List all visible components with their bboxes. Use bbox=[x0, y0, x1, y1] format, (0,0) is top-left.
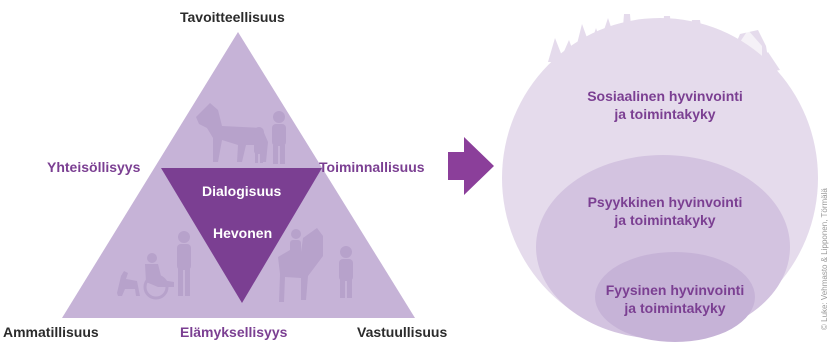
label-vastuullisuus: Vastuullisuus bbox=[357, 324, 448, 340]
label-tavoitteellisuus: Tavoitteellisuus bbox=[180, 9, 285, 25]
label-yhteisollisyys: Yhteisöllisyys bbox=[47, 159, 141, 175]
label-psychological-line1: Psyykkinen hyvinvointi bbox=[587, 194, 743, 210]
label-elamyksellisyys: Elämyksellisyys bbox=[180, 324, 288, 340]
label-hevonen: Hevonen bbox=[213, 225, 273, 241]
rider-on-horse-silhouette bbox=[278, 228, 353, 302]
horse-and-family-silhouette bbox=[196, 103, 286, 164]
wheelchair-and-dog-silhouette bbox=[117, 231, 191, 300]
label-ammatillisuus: Ammatillisuus bbox=[3, 324, 99, 340]
inner-triangle bbox=[161, 168, 322, 303]
label-dialogisuus: Dialogisuus bbox=[202, 183, 282, 199]
arrow-right-icon bbox=[448, 137, 494, 195]
label-social-line1: Sosiaalinen hyvinvointi bbox=[587, 88, 743, 104]
label-physical-line2: ja toimintakyky bbox=[624, 300, 726, 316]
copyright-credit: © Luke: Vehmasto & Lipponen, Törmälä bbox=[820, 188, 829, 330]
physical-wellbeing-circle bbox=[595, 252, 755, 342]
label-psychological-line2: ja toimintakyky bbox=[614, 212, 716, 228]
label-physical-line1: Fyysinen hyvinvointi bbox=[605, 282, 745, 298]
label-toiminnallisuus: Toiminnallisuus bbox=[319, 159, 425, 175]
label-social-line2: ja toimintakyky bbox=[614, 106, 716, 122]
